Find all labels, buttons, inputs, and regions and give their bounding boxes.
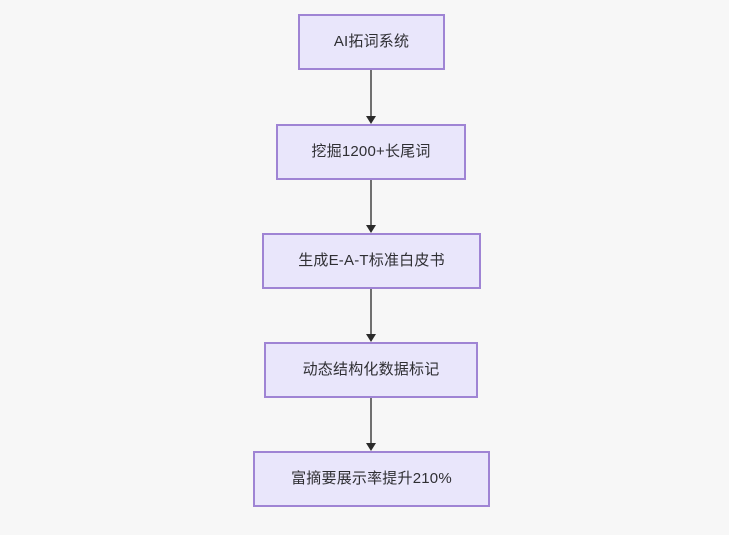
flowchart-node-5[interactable]: 富摘要展示率提升210% (253, 451, 490, 507)
flowchart-node-1[interactable]: AI拓词系统 (298, 14, 445, 70)
flowchart-node-2[interactable]: 挖掘1200+长尾词 (276, 124, 466, 180)
edge-line (370, 180, 372, 225)
node-label: 富摘要展示率提升210% (291, 470, 452, 487)
edge-line (370, 398, 372, 443)
arrow-head-icon (366, 334, 376, 342)
node-label: 生成E-A-T标准白皮书 (298, 252, 445, 269)
arrow-head-icon (366, 116, 376, 124)
arrow-head-icon (366, 443, 376, 451)
node-label: AI拓词系统 (333, 33, 410, 50)
arrow-head-icon (366, 225, 376, 233)
flowchart-node-3[interactable]: 生成E-A-T标准白皮书 (262, 233, 481, 289)
edge-line (370, 70, 372, 116)
edge-line (370, 289, 372, 334)
node-label: 动态结构化数据标记 (302, 361, 440, 378)
flowchart-node-4[interactable]: 动态结构化数据标记 (264, 342, 478, 398)
node-label: 挖掘1200+长尾词 (311, 143, 431, 160)
